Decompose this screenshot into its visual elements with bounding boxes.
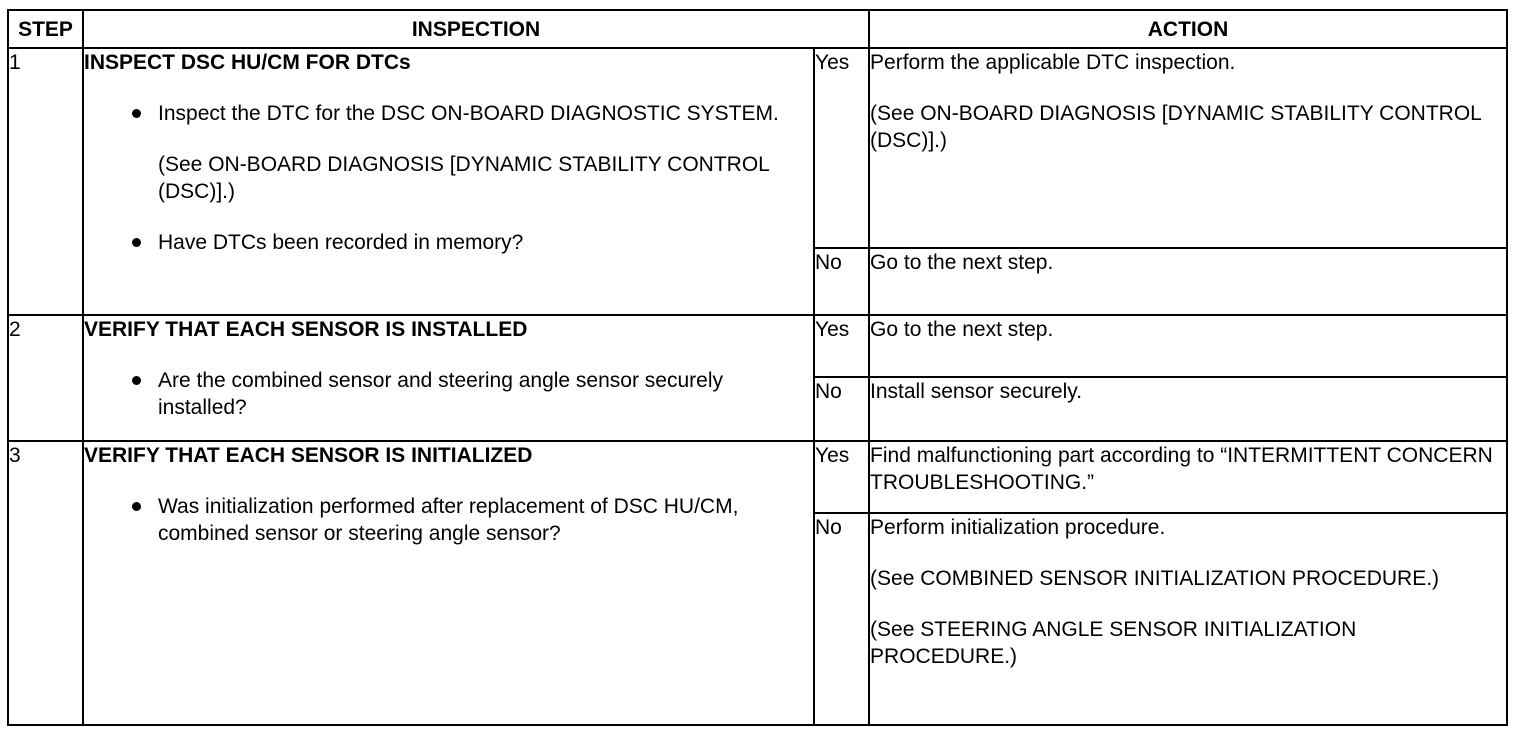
step-number: 1	[7, 47, 84, 316]
reference-text: (See STEERING ANGLE SENSOR INITIALIZATIO…	[870, 618, 1357, 668]
bullet-text: Inspect the DTC for the DSC ON-BOARD DIA…	[158, 102, 779, 125]
troubleshooting-table: STEP INSPECTION ACTION 1 INSPECT DSC HU/…	[7, 9, 1509, 726]
list-item: Was initialization performed after repla…	[84, 493, 813, 547]
action-text: Go to the next step.	[870, 318, 1054, 341]
action-text: Install sensor securely.	[870, 380, 1083, 403]
no-label: No	[812, 376, 871, 442]
inspection-list: Have DTCs been recorded in memory?	[84, 229, 813, 256]
header-action: ACTION	[868, 9, 1509, 49]
action-cell: Go to the next step.	[868, 247, 1509, 316]
reference-text: (See ON-BOARD DIAGNOSIS [DYNAMIC STABILI…	[158, 153, 770, 203]
bullet-text: Are the combined sensor and steering ang…	[158, 369, 723, 419]
table-row: 3 VERIFY THAT EACH SENSOR IS INITIALIZED…	[7, 440, 1509, 726]
table-row: 1 INSPECT DSC HU/CM FOR DTCs Inspect the…	[7, 47, 1509, 316]
action-text: Perform initialization procedure.	[870, 516, 1166, 539]
action-cell: Perform the applicable DTC inspection. (…	[868, 47, 1509, 249]
bullet-text: Have DTCs been recorded in memory?	[158, 231, 524, 254]
no-label: No	[812, 247, 871, 316]
action-cell: Perform initialization procedure. (See C…	[868, 512, 1509, 726]
inspection-list: Are the combined sensor and steering ang…	[84, 367, 813, 421]
list-item: Have DTCs been recorded in memory?	[84, 229, 813, 256]
step-number: 2	[7, 314, 84, 442]
action-cell: Install sensor securely.	[868, 376, 1509, 442]
yes-label: Yes	[812, 440, 871, 514]
step-title: VERIFY THAT EACH SENSOR IS INSTALLED	[84, 318, 528, 341]
inspection-list: Inspect the DTC for the DSC ON-BOARD DIA…	[84, 100, 813, 127]
inspection-cell: INSPECT DSC HU/CM FOR DTCs Inspect the D…	[82, 47, 815, 316]
reference-text: (See ON-BOARD DIAGNOSIS [DYNAMIC STABILI…	[870, 102, 1482, 152]
action-cell: Go to the next step.	[868, 314, 1509, 378]
table-row: 2 VERIFY THAT EACH SENSOR IS INSTALLED A…	[7, 314, 1509, 442]
list-item: Are the combined sensor and steering ang…	[84, 367, 813, 421]
yes-label: Yes	[812, 47, 871, 249]
step-title: INSPECT DSC HU/CM FOR DTCs	[84, 51, 411, 74]
inspection-cell: VERIFY THAT EACH SENSOR IS INITIALIZED W…	[82, 440, 815, 726]
header-inspection: INSPECTION	[81, 9, 871, 49]
action-text: Find malfunctioning part according to “I…	[870, 444, 1493, 494]
step-number: 3	[7, 440, 84, 726]
action-text: Perform the applicable DTC inspection.	[870, 51, 1236, 74]
table-row: No Install sensor securely.	[8, 376, 1509, 442]
no-label: No	[812, 512, 871, 726]
yes-label: Yes	[812, 314, 871, 378]
action-cell: Find malfunctioning part according to “I…	[868, 440, 1509, 514]
inspection-list: Was initialization performed after repla…	[84, 493, 813, 547]
header-row: STEP INSPECTION ACTION	[7, 9, 1509, 49]
inspection-cell: VERIFY THAT EACH SENSOR IS INSTALLED Are…	[82, 314, 815, 442]
table-row: No Go to the next step.	[8, 247, 1509, 316]
action-text: Go to the next step.	[870, 251, 1054, 274]
table-row: No Perform initialization procedure. (Se…	[8, 512, 1509, 726]
bullet-text: Was initialization performed after repla…	[158, 495, 739, 545]
step-title: VERIFY THAT EACH SENSOR IS INITIALIZED	[84, 444, 533, 467]
header-step: STEP	[7, 9, 84, 49]
reference-text: (See COMBINED SENSOR INITIALIZATION PROC…	[870, 567, 1440, 590]
list-item: Inspect the DTC for the DSC ON-BOARD DIA…	[84, 100, 813, 127]
